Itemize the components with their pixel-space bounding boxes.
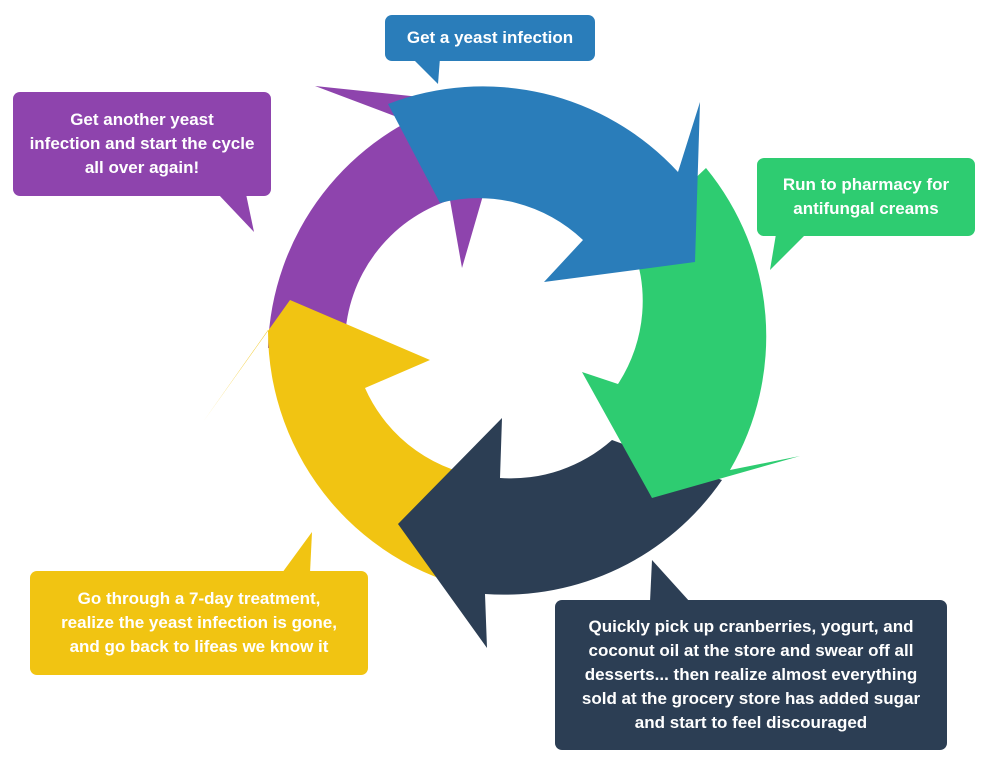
tail-bl — [282, 532, 312, 573]
step-get-yeast-infection: Get a yeast infection — [385, 15, 595, 61]
arrow-get-infection — [388, 86, 700, 282]
step-grocery-store: Quickly pick up cranberries, yogurt, and… — [555, 600, 947, 750]
tail-top — [412, 58, 440, 84]
step-get-another-infection: Get another yeast infection and start th… — [13, 92, 271, 196]
tail-br — [650, 560, 690, 602]
step-seven-day-treatment: Go through a 7-day treatment, realize th… — [30, 571, 368, 675]
step-run-to-pharmacy: Run to pharmacy for antifungal creams — [757, 158, 975, 236]
tail-right — [770, 234, 806, 270]
tail-left — [218, 194, 254, 232]
